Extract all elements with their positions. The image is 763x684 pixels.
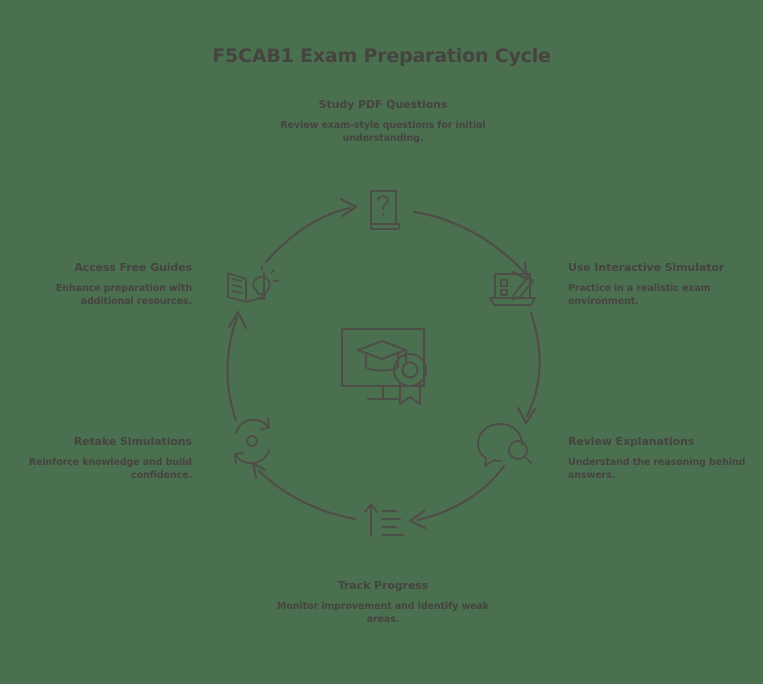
arrow-explanations-to-progress xyxy=(408,464,506,530)
node-label-use-interactive-simulator: Use Interactive Simulator Practice in a … xyxy=(568,261,753,308)
arrow-guides-to-study xyxy=(264,197,358,264)
node-description: Monitor improvement and identify weak ar… xyxy=(276,601,490,625)
node-label-track-progress: Track Progress Monitor improvement and i… xyxy=(263,579,503,626)
node-title: Use Interactive Simulator xyxy=(568,261,725,274)
node-description: Enhance preparation with additional reso… xyxy=(55,283,192,307)
node-title: Retake Simulations xyxy=(73,435,192,448)
node-description: Understand the reasoning behind answers. xyxy=(568,457,746,481)
book-question-mark-icon xyxy=(370,190,400,230)
node-title: Review Explanations xyxy=(568,435,695,448)
node-title: Study PDF Questions xyxy=(318,98,448,111)
arrow-simulator-to-explanations xyxy=(516,311,541,425)
node-title: Track Progress xyxy=(337,579,429,592)
speech-bubble-magnifier-icon xyxy=(477,423,532,467)
node-title: Access Free Guides xyxy=(74,261,192,274)
node-label-study-pdf-questions: Study PDF Questions Review exam-style qu… xyxy=(263,98,503,145)
node-label-retake-simulations: Retake Simulations Reinforce knowledge a… xyxy=(12,435,192,482)
arrow-retake-to-guides xyxy=(226,310,248,422)
node-description: Review exam-style questions for initial … xyxy=(280,120,486,144)
monitor-graduation-cap-award-icon xyxy=(340,327,428,406)
open-book-lightbulb-icon xyxy=(227,265,279,303)
monitor-pencil-icon xyxy=(489,273,536,306)
growth-arrow-bars-icon xyxy=(364,503,404,537)
node-label-access-free-guides: Access Free Guides Enhance preparation w… xyxy=(12,261,192,308)
refresh-cycle-icon xyxy=(234,418,270,465)
node-label-review-explanations: Review Explanations Understand the reaso… xyxy=(568,435,753,482)
node-description: Reinforce knowledge and build confidence… xyxy=(28,457,192,481)
page-title: F5CAB1 Exam Preparation Cycle xyxy=(212,45,551,67)
node-description: Practice in a realistic exam environment… xyxy=(568,283,711,307)
